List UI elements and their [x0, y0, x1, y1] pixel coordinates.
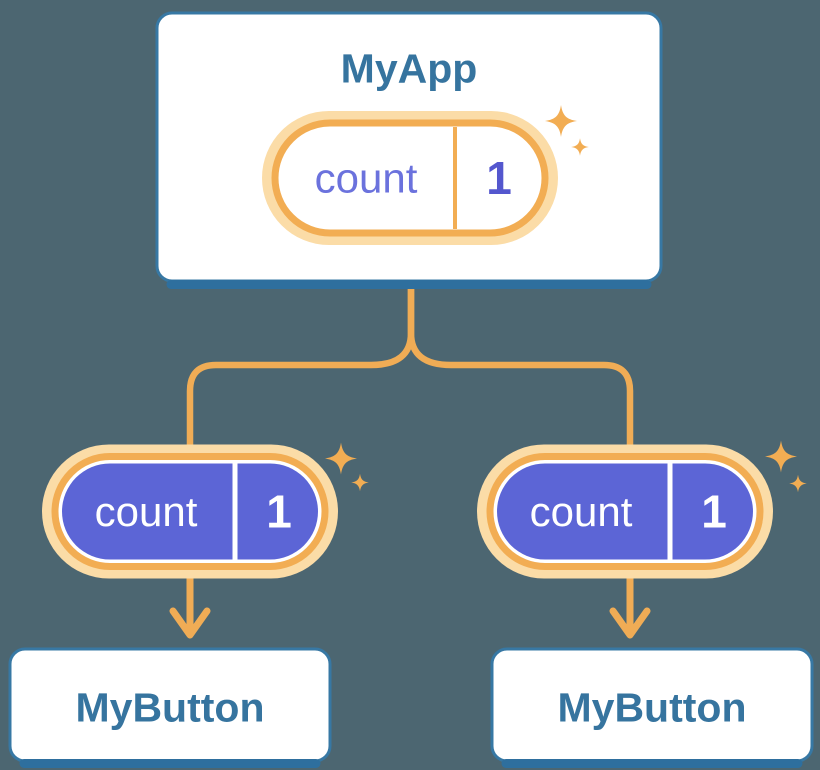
- state-name: count: [315, 155, 418, 202]
- connector-root-to-left-child: [186, 282, 415, 454]
- sparkle-icon: [765, 440, 807, 493]
- sparkle-icon: [325, 442, 369, 492]
- arrow-down-icon-right: [609, 570, 651, 639]
- state-name: count: [530, 488, 633, 535]
- pill-fill: [497, 463, 753, 560]
- root-component-title: MyApp: [341, 45, 478, 91]
- arrow-down-icon-left: [169, 570, 211, 639]
- state-value: 1: [701, 486, 727, 538]
- right-child-state-pill: count 1: [477, 440, 807, 579]
- pill-fill: [62, 463, 318, 560]
- sparkle-icon: [545, 105, 589, 156]
- left-child-component-card: MyButton: [8, 647, 332, 768]
- left-child-state-pill: count 1: [42, 442, 369, 579]
- right-child-component-card: MyButton: [490, 647, 814, 768]
- connector-root-to-right-child: [407, 282, 634, 454]
- state-value: 1: [266, 486, 292, 538]
- state-value: 1: [486, 152, 512, 204]
- state-name: count: [95, 488, 198, 535]
- child-component-title: MyButton: [557, 684, 746, 730]
- pill-body: [271, 119, 549, 237]
- root-state-pill: count 1: [262, 105, 589, 245]
- child-component-title: MyButton: [75, 684, 264, 730]
